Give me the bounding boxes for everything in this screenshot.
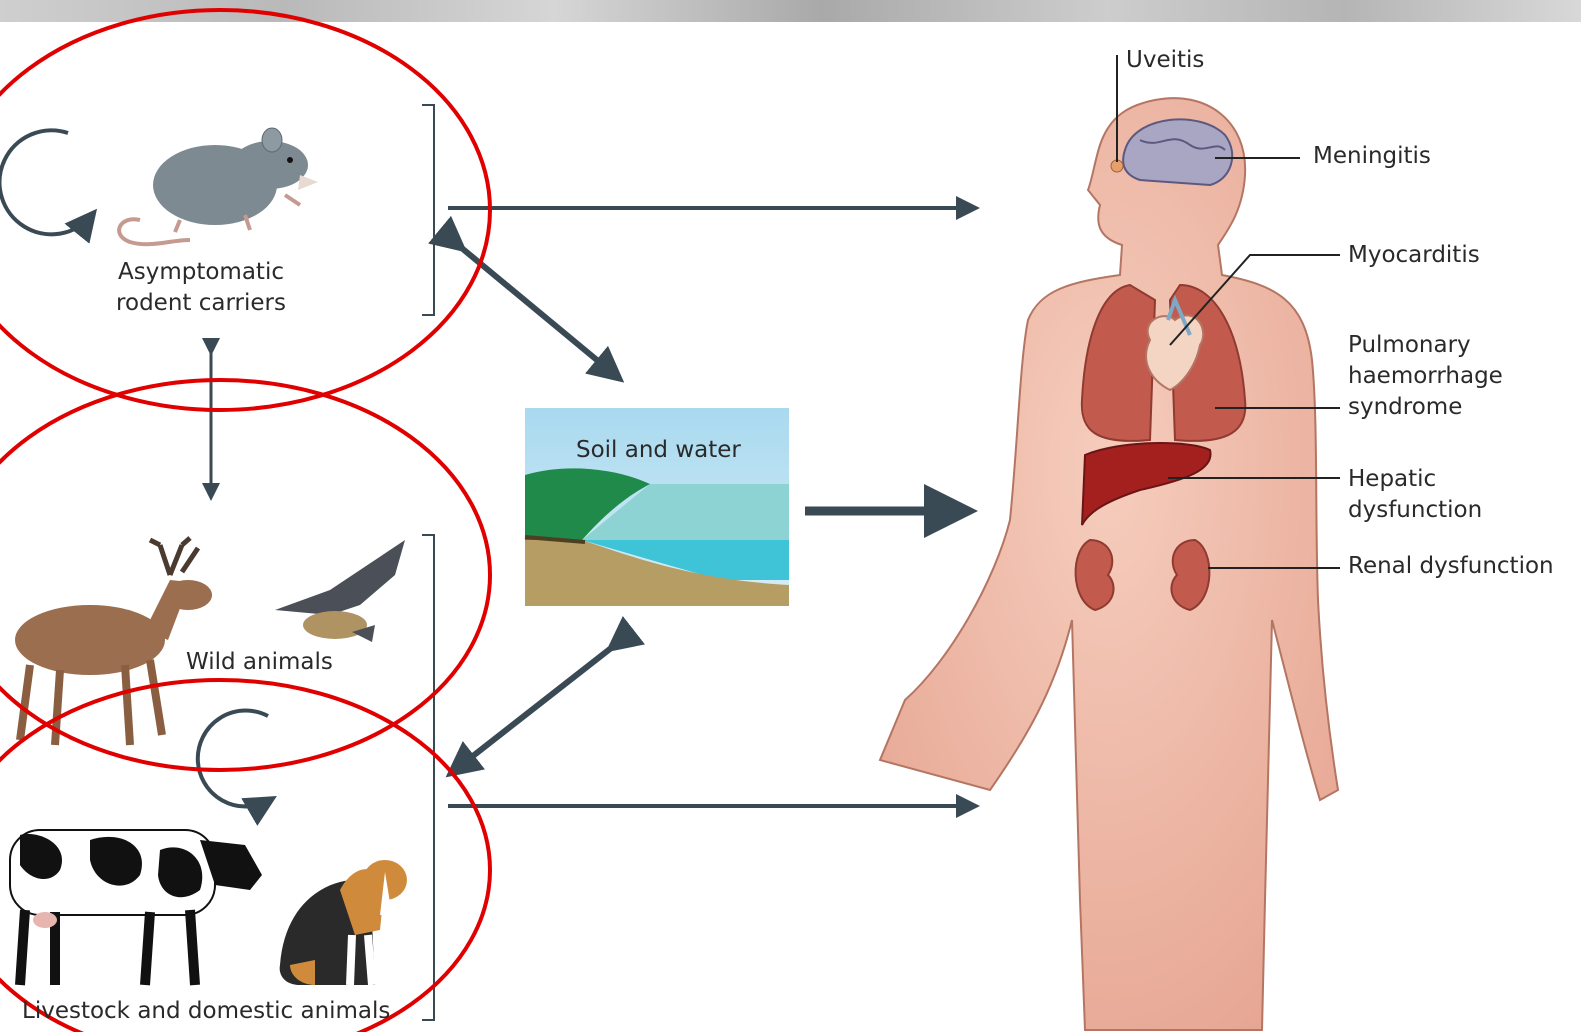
- soil-livestock-arrow: [455, 645, 615, 770]
- livestock-bracket: [422, 535, 434, 1020]
- meningitis-label: Meningitis: [1313, 141, 1431, 172]
- renal-label: Renal dysfunction: [1348, 551, 1554, 582]
- pulmonary-label-line-2: haemorrhage: [1348, 361, 1503, 392]
- hepatic-label-line-2: dysfunction: [1348, 495, 1482, 526]
- hepatic-label: Hepatic dysfunction: [1348, 464, 1482, 526]
- rodent-bracket: [422, 105, 434, 315]
- pulmonary-label-line-3: syndrome: [1348, 392, 1503, 423]
- cow-illustration: [10, 830, 262, 985]
- livestock-caption: Livestock and domestic animals: [22, 996, 390, 1027]
- rodent-caption-line-1: Asymptomatic: [96, 257, 306, 288]
- dog-illustration: [280, 860, 407, 985]
- livestock-cycle-arrow: [198, 711, 270, 807]
- rodent-cycle-arrow: [0, 130, 92, 234]
- uveitis-label: Uveitis: [1126, 45, 1204, 76]
- bat-illustration: [275, 540, 405, 642]
- wild-animals-caption: Wild animals: [186, 647, 333, 678]
- deer-illustration: [15, 538, 212, 745]
- myocarditis-label: Myocarditis: [1348, 240, 1480, 271]
- rat-illustration: [119, 128, 318, 244]
- rodent-caption: Asymptomatic rodent carriers: [96, 257, 306, 319]
- pulmonary-label-line-1: Pulmonary: [1348, 330, 1503, 361]
- soil-water-label: Soil and water: [576, 435, 741, 466]
- rodent-caption-line-2: rodent carriers: [96, 288, 306, 319]
- pulmonary-label: Pulmonary haemorrhage syndrome: [1348, 330, 1503, 423]
- hepatic-label-line-1: Hepatic: [1348, 464, 1482, 495]
